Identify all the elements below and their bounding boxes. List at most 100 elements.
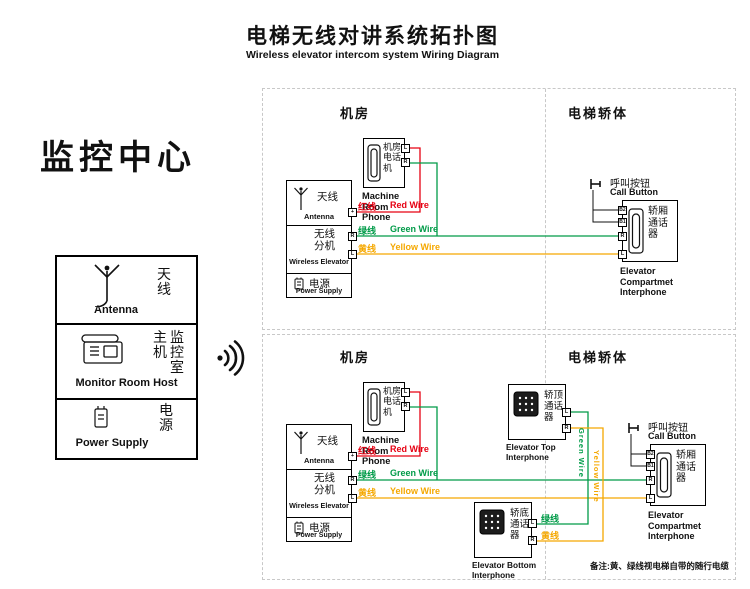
wireless-power-label-en: Power Supply <box>295 532 343 539</box>
elevator-bottom-interphone: 轿底通话器 <box>474 502 532 558</box>
yellow-wire-label-zh: 黄线 <box>358 244 377 254</box>
machine-room-phone-label-en: Machine Room Phone <box>362 191 400 222</box>
speaker-icon <box>479 509 505 535</box>
compartment-label-zh: 轿厢通话器 <box>648 206 668 240</box>
green-wire-label: 绿线 Green Wire <box>358 468 438 481</box>
green-wire-vertical-label: Green Wire <box>577 428 586 478</box>
panel-divider <box>287 469 351 470</box>
terminal-l: L <box>646 494 655 503</box>
speaker-icon <box>513 391 539 417</box>
terminal-r: R <box>618 232 627 241</box>
wireless-antenna-label-zh: 天线 <box>317 191 338 203</box>
bottom-interphone-label-en: Elevator Bottom Interphone <box>472 560 537 580</box>
terminal-r: R <box>348 476 357 485</box>
machine-room-phone: 机房电话机 <box>363 382 405 432</box>
wireless-antenna-label-zh: 天线 <box>317 435 338 447</box>
terminal-plus: + <box>348 452 357 461</box>
wireless-extension-label-en: Wireless Elevator <box>289 501 349 510</box>
bottom-interphone-label-zh: 轿底通话器 <box>510 508 530 541</box>
panel-divider <box>57 323 196 325</box>
red-wire-label: 红线 Red Wire <box>358 200 429 213</box>
power-supply-icon <box>94 406 108 428</box>
call-button-wire <box>630 454 646 467</box>
terminal-b1: B1 <box>646 462 655 471</box>
antenna-icon <box>94 264 120 307</box>
terminal-r: R <box>562 424 571 433</box>
call-button-label-en: Call Button <box>648 431 696 441</box>
terminal-l: L <box>562 408 571 417</box>
handset-icon <box>367 388 381 426</box>
green-wire-tag: 绿线 <box>541 514 560 524</box>
wireless-antenna-label-en: Antenna <box>304 456 334 465</box>
machine-room-header: 机房 <box>340 106 371 121</box>
red-wire <box>352 147 421 213</box>
red-wire-label-en: Red Wire <box>390 200 429 210</box>
monitor-antenna-label-zh: 天线 <box>157 266 171 298</box>
yellow-wire-vertical-label: Yellow Wire <box>592 450 601 503</box>
power-supply-icon <box>294 521 304 534</box>
monitor-power-label-zh: 电源 <box>159 402 173 434</box>
green-wire-branch <box>407 406 438 480</box>
green-wire-label-en: Green Wire <box>390 224 438 234</box>
call-button-label-zh: 呼叫按钮 <box>648 423 688 434</box>
panel-divider <box>287 225 351 226</box>
terminal-r: R <box>401 402 410 411</box>
top-interphone-label-zh: 轿顶通话器 <box>544 390 564 423</box>
machine-room-phone-label-en: Machine Room Phone <box>362 435 400 466</box>
monitor-center-heading: 监控中心 <box>40 139 196 177</box>
elevator-body-header: 电梯轿体 <box>568 350 629 365</box>
terminal-l: L <box>528 519 537 528</box>
call-button-wire <box>630 434 646 455</box>
monitor-host-zh-col1: 主机 <box>153 329 167 361</box>
page-subtitle: Wireless elevator intercom system Wiring… <box>245 49 500 61</box>
green-riser-wire <box>537 411 589 525</box>
terminal-plus: + <box>348 208 357 217</box>
panel-divider <box>287 517 351 518</box>
handset-icon <box>628 208 644 254</box>
red-wire-label-zh: 红线 <box>358 202 377 212</box>
bottom-frame-divider <box>545 335 546 579</box>
terminal-b2: B2 <box>646 450 655 459</box>
green-wire-label-en: Green Wire <box>390 468 438 478</box>
terminal-l: L <box>348 250 357 259</box>
compartment-interphone: 轿厢通话器 <box>650 444 706 506</box>
terminal-l: L <box>618 250 627 259</box>
yellow-wire-label: 黄线 Yellow Wire <box>358 486 440 499</box>
power-supply-icon <box>294 277 304 290</box>
red-wire-label-en: Red Wire <box>390 444 429 454</box>
monitor-room-panel: 天线 Antenna 主机 监控室 Monitor Room Host 电源 P… <box>55 255 198 460</box>
page-title: 电梯无线对讲系统拓扑图 <box>246 25 499 48</box>
machine-room-phone-label-zh: 机房电话机 <box>383 142 402 173</box>
call-button-wire <box>592 210 618 223</box>
monitor-host-zh-col2: 监控室 <box>170 329 184 376</box>
wireless-extension-label-en: Wireless Elevator <box>289 257 349 266</box>
wireless-unit: 天线 Antenna 无线分机 Wireless Elevator 电源 Pow… <box>286 424 352 542</box>
wireless-extension-label-zh: 无线分机 <box>314 228 335 252</box>
yellow-wire-label-en: Yellow Wire <box>390 486 440 496</box>
wireless-antenna-label-en: Antenna <box>304 212 334 221</box>
compartment-label-en: Elevator Compartmet Interphone <box>648 510 702 541</box>
call-button-icon <box>590 179 601 189</box>
yellow-wire-label-zh: 黄线 <box>358 488 377 498</box>
wireless-extension-label-zh: 无线分机 <box>314 472 335 496</box>
wireless-power-label-zh: 电源 <box>309 522 330 534</box>
elevator-body-header: 电梯轿体 <box>568 106 629 121</box>
terminal-l: L <box>348 494 357 503</box>
compartment-interphone: 轿厢通话器 <box>622 200 678 262</box>
wireless-power-label-zh: 电源 <box>309 278 330 290</box>
yellow-wire-label: 黄线 Yellow Wire <box>358 242 440 255</box>
compartment-label-zh: 轿厢通话器 <box>676 450 696 484</box>
machine-room-header: 机房 <box>340 350 371 365</box>
desk-phone-icon <box>81 334 123 364</box>
elevator-top-interphone: 轿顶通话器 <box>508 384 566 440</box>
machine-room-phone-label-zh: 机房电话机 <box>383 386 402 417</box>
compartment-label-en: Elevator Compartmet Interphone <box>620 266 674 297</box>
yellow-wire-tag: 黄线 <box>541 531 560 541</box>
monitor-host-label-en: Monitor Room Host <box>75 377 178 389</box>
green-wire-branch <box>407 162 438 236</box>
antenna-icon <box>294 187 308 210</box>
call-button-icon <box>628 423 639 433</box>
handset-icon <box>656 452 672 498</box>
monitor-power-label-en: Power Supply <box>75 437 149 449</box>
panel-divider <box>287 273 351 274</box>
